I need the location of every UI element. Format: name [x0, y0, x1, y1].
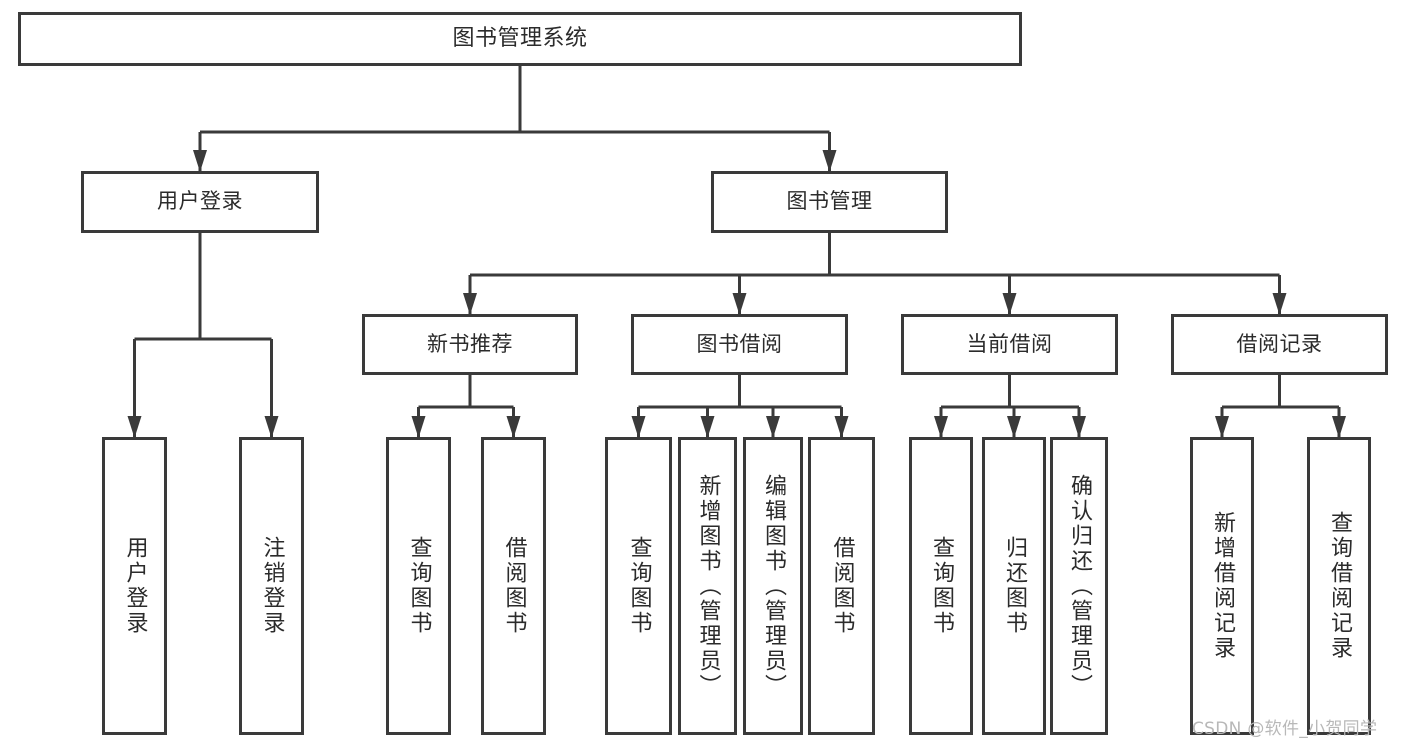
node-leaf-confirm-return[interactable]: 确认归还（管理员） — [1050, 437, 1108, 735]
node-label: 用户登录 — [122, 536, 148, 636]
node-label: 借阅图书 — [501, 536, 527, 636]
watermark: CSDN @软件_小贺同学 — [1192, 719, 1378, 739]
node-label: 当前借阅 — [966, 331, 1053, 356]
node-label: 图书管理 — [786, 189, 873, 214]
node-user-login[interactable]: 用户登录 — [81, 171, 319, 233]
node-leaf-edit-book[interactable]: 编辑图书（管理员） — [743, 437, 803, 735]
node-leaf-add-book[interactable]: 新增图书（管理员） — [678, 437, 737, 735]
node-label: 图书借阅 — [696, 331, 783, 356]
node-label: 新增图书（管理员） — [695, 473, 721, 699]
node-leaf-borrow-book-2[interactable]: 借阅图书 — [808, 437, 875, 735]
node-current-borrow[interactable]: 当前借阅 — [901, 314, 1118, 375]
node-borrow-record[interactable]: 借阅记录 — [1171, 314, 1388, 375]
node-label: 图书管理系统 — [452, 25, 588, 51]
node-label: 借阅图书 — [829, 536, 855, 636]
node-leaf-query-book-3[interactable]: 查询图书 — [909, 437, 973, 735]
node-leaf-add-record[interactable]: 新增借阅记录 — [1190, 437, 1254, 735]
node-new-book-rec[interactable]: 新书推荐 — [362, 314, 578, 375]
node-book-borrow[interactable]: 图书借阅 — [631, 314, 848, 375]
node-root[interactable]: 图书管理系统 — [18, 12, 1022, 66]
node-label: 查询图书 — [929, 536, 954, 636]
node-book-manage[interactable]: 图书管理 — [711, 171, 948, 233]
node-label: 归还图书 — [1002, 536, 1027, 636]
node-leaf-query-book-1[interactable]: 查询图书 — [386, 437, 451, 735]
node-leaf-return-book[interactable]: 归还图书 — [982, 437, 1046, 735]
node-leaf-query-book-2[interactable]: 查询图书 — [605, 437, 672, 735]
node-label: 确认归还（管理员） — [1067, 473, 1092, 699]
node-label: 编辑图书（管理员） — [761, 473, 786, 699]
node-label: 用户登录 — [157, 189, 243, 214]
node-leaf-borrow-book-1[interactable]: 借阅图书 — [481, 437, 546, 735]
node-leaf-user-login[interactable]: 用户登录 — [102, 437, 167, 735]
node-label: 借阅记录 — [1236, 331, 1323, 356]
node-leaf-query-record[interactable]: 查询借阅记录 — [1307, 437, 1371, 735]
node-label: 新增借阅记录 — [1210, 511, 1235, 661]
node-leaf-user-logout[interactable]: 注销登录 — [239, 437, 304, 735]
node-label: 新书推荐 — [427, 331, 513, 356]
node-label: 查询图书 — [406, 536, 432, 636]
node-label: 注销登录 — [259, 536, 285, 636]
node-label: 查询借阅记录 — [1327, 511, 1352, 661]
node-label: 查询图书 — [626, 536, 652, 636]
